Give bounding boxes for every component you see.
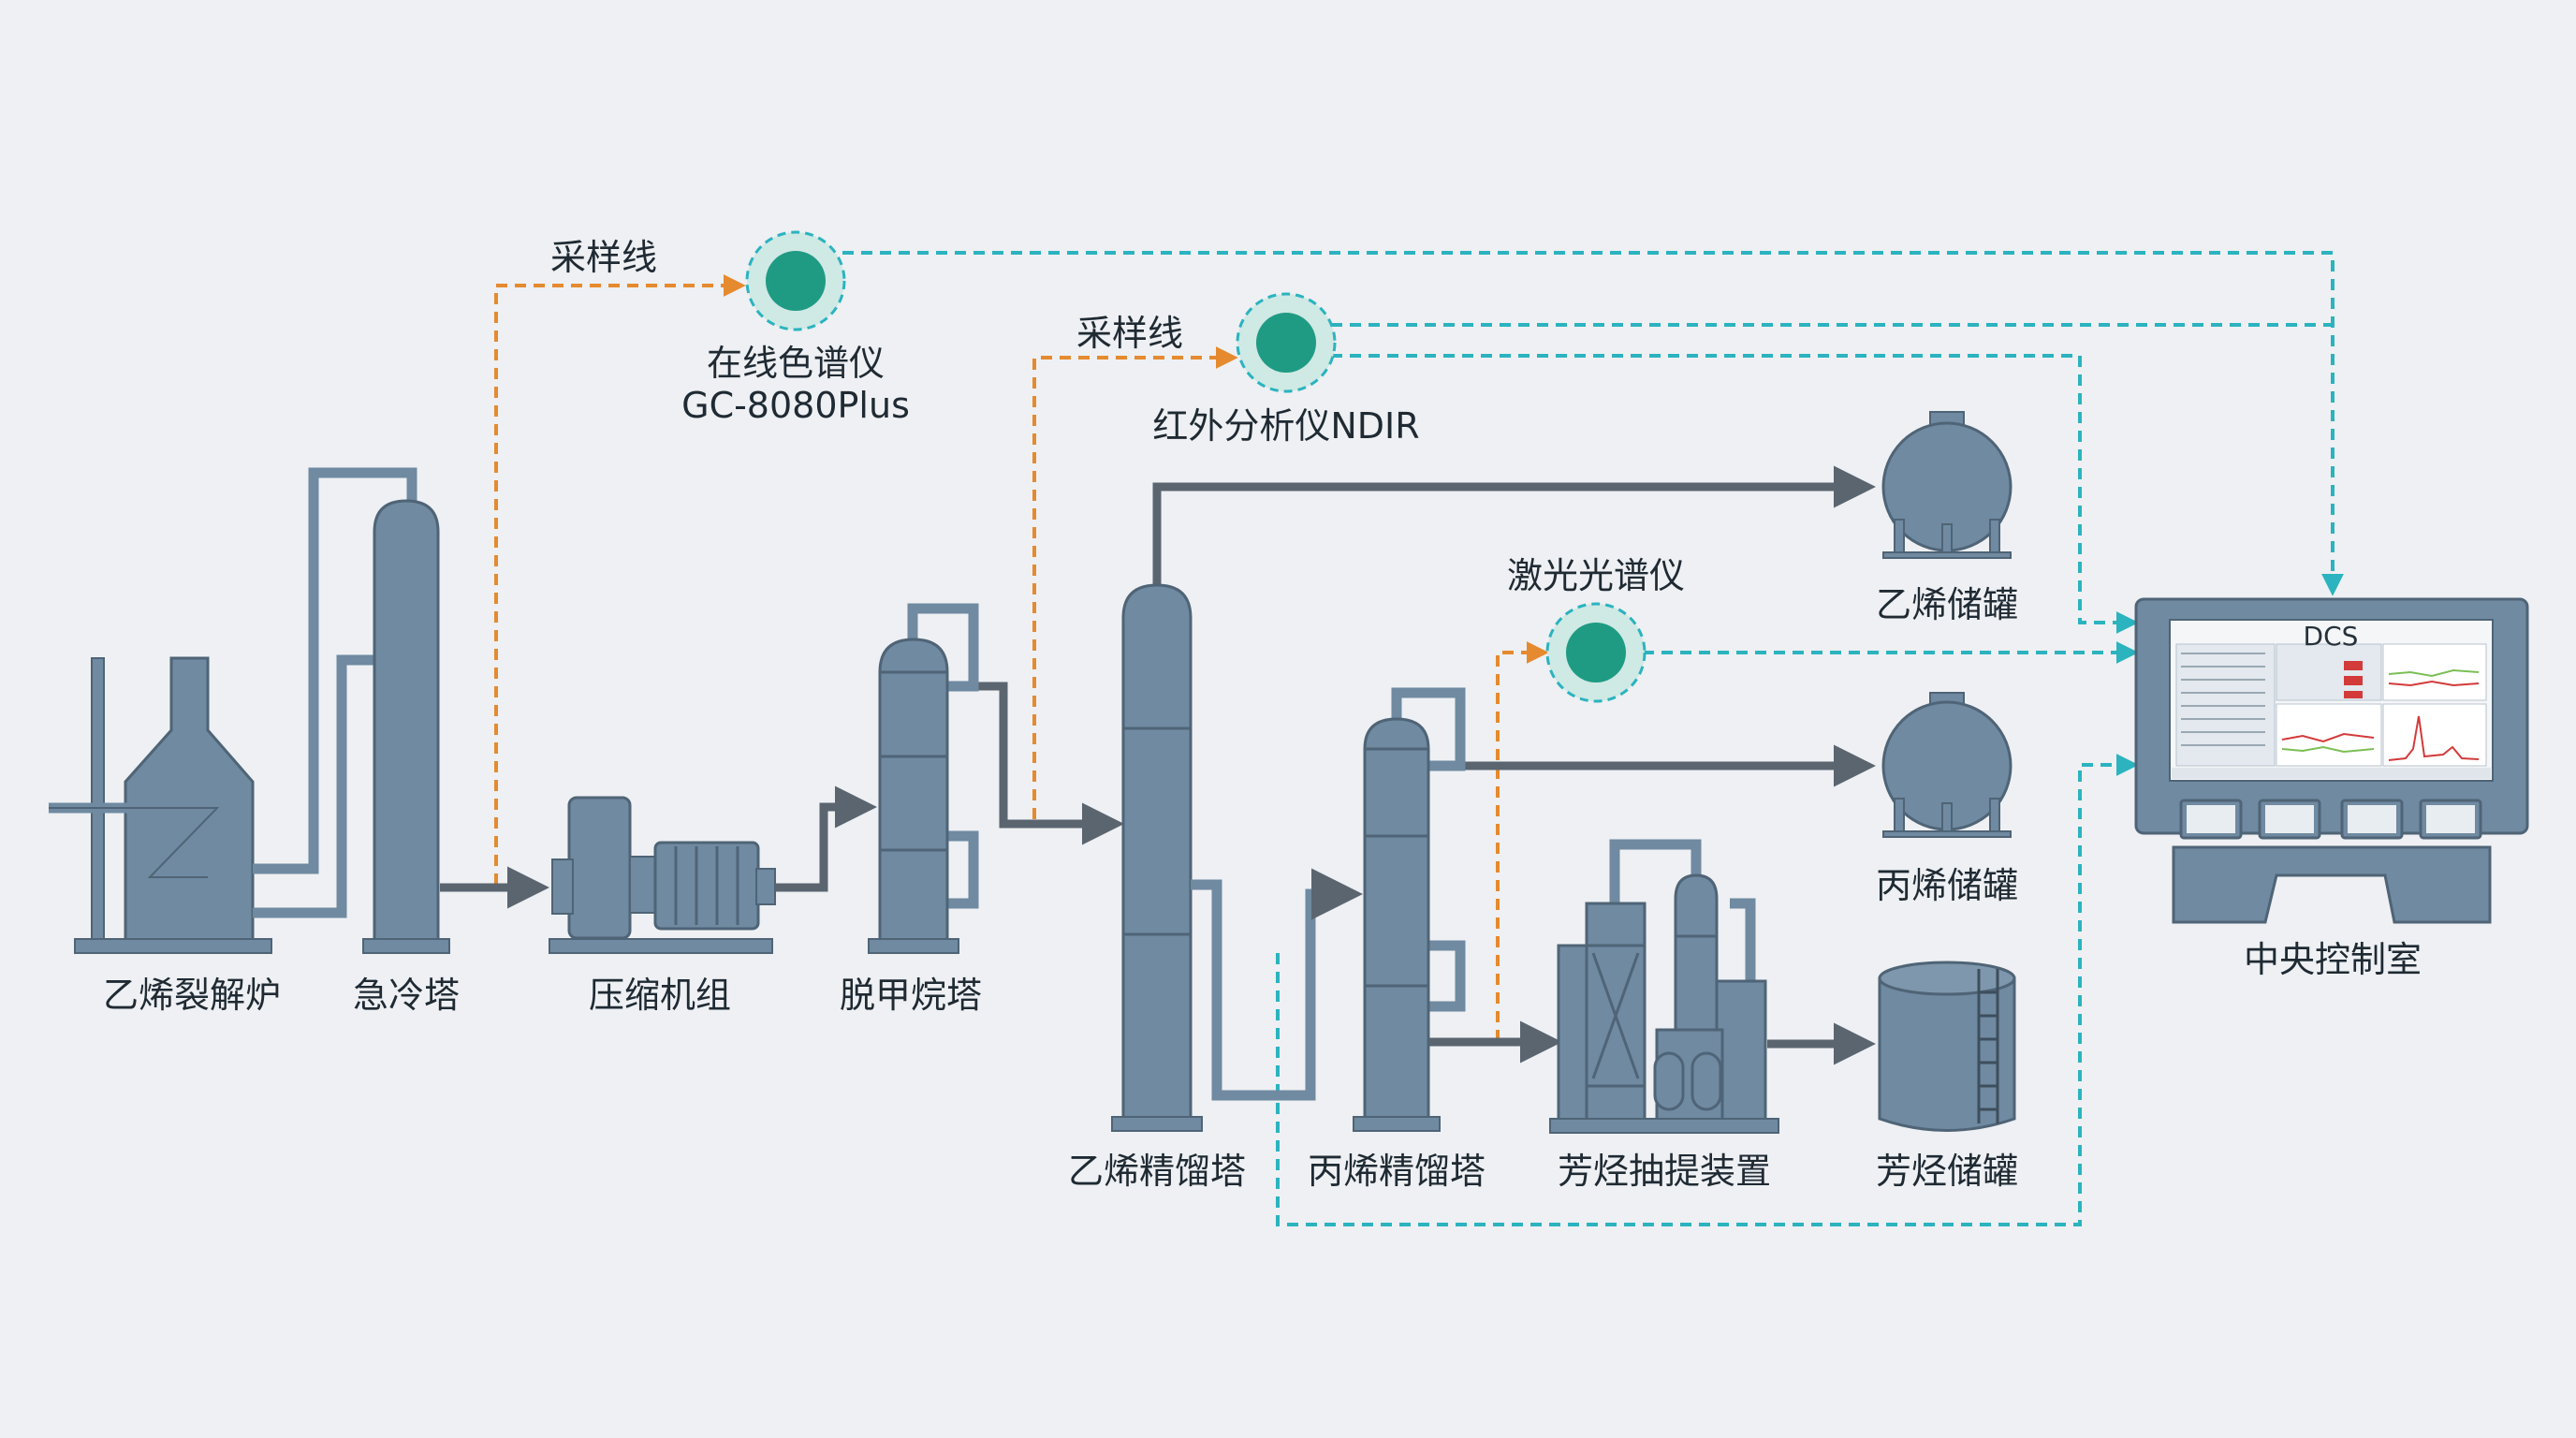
bottom-signal-line [1276, 754, 2139, 1226]
propylene-column [1353, 687, 1466, 1132]
demethanizer-label: 脱甲烷塔 [839, 975, 983, 1016]
laser-analyzer-name: 激光光谱仪 [1506, 555, 1686, 596]
ethylene-column [1111, 583, 1203, 1132]
compressor-to-demethanizer-line [775, 785, 877, 892]
signal-lines [842, 251, 2344, 1226]
propylene-tank [1881, 692, 2012, 838]
ethylene-to-tank-line [1152, 465, 1876, 588]
dcs-screen-title: DCS [2303, 621, 2359, 652]
quench-tower [362, 499, 450, 954]
aromatics-tank-label: 芳烃储罐 [1875, 1151, 2019, 1192]
control-room-label: 中央控制室 [2243, 939, 2422, 980]
quench-tower-label: 急冷塔 [352, 975, 461, 1016]
control-desk [2172, 845, 2492, 924]
compressor-label: 压缩机组 [588, 975, 732, 1016]
demethanizer-tower [868, 603, 979, 954]
laser-analyzer[interactable] [1545, 602, 1647, 703]
ethylene-tank-label: 乙烯储罐 [1875, 584, 2019, 625]
demethanizer-to-ethylene-column-line [947, 682, 1124, 845]
ndir-sampling-line [1032, 346, 1238, 819]
ndir-analyzer-name: 红外分析仪NDIR [1152, 405, 1420, 447]
aromatics-extraction-unit [1549, 839, 1779, 1134]
aromatics-tank [1878, 961, 2016, 1132]
propylene-column-label: 丙烯精馏塔 [1307, 1151, 1486, 1192]
gc-analyzer[interactable] [745, 230, 846, 331]
gc-analyzer-model: GC-8080Plus [681, 385, 910, 426]
laser-sampling-line [1496, 641, 1549, 1041]
control-room [2134, 597, 2529, 924]
ndir-analyzer[interactable] [1236, 292, 1337, 393]
sampling-lines [494, 274, 1549, 1041]
furnace-quench-pipes [253, 467, 417, 918]
ethylene-bottoms-to-propylene-line [1191, 868, 1363, 1101]
gc-signal-line [842, 251, 2344, 596]
gc-analyzer-name: 在线色谱仪 [706, 343, 886, 384]
gc-sampling-label: 采样线 [549, 237, 658, 278]
ethylene-column-label: 乙烯精馏塔 [1067, 1151, 1247, 1192]
ndir-signal-line [1331, 354, 2139, 634]
process-lines [440, 465, 1876, 1065]
compressor-unit [549, 796, 776, 954]
aromatics-extraction-label: 芳烃抽提装置 [1557, 1151, 1772, 1192]
propylene-tank-label: 丙烯储罐 [1875, 865, 2019, 906]
ndir-sampling-label: 采样线 [1076, 313, 1184, 354]
cracking-furnace [49, 656, 272, 954]
gc-sampling-line [494, 274, 746, 885]
cracking-furnace-label: 乙烯裂解炉 [102, 975, 282, 1016]
ethylene-tank [1881, 411, 2012, 559]
